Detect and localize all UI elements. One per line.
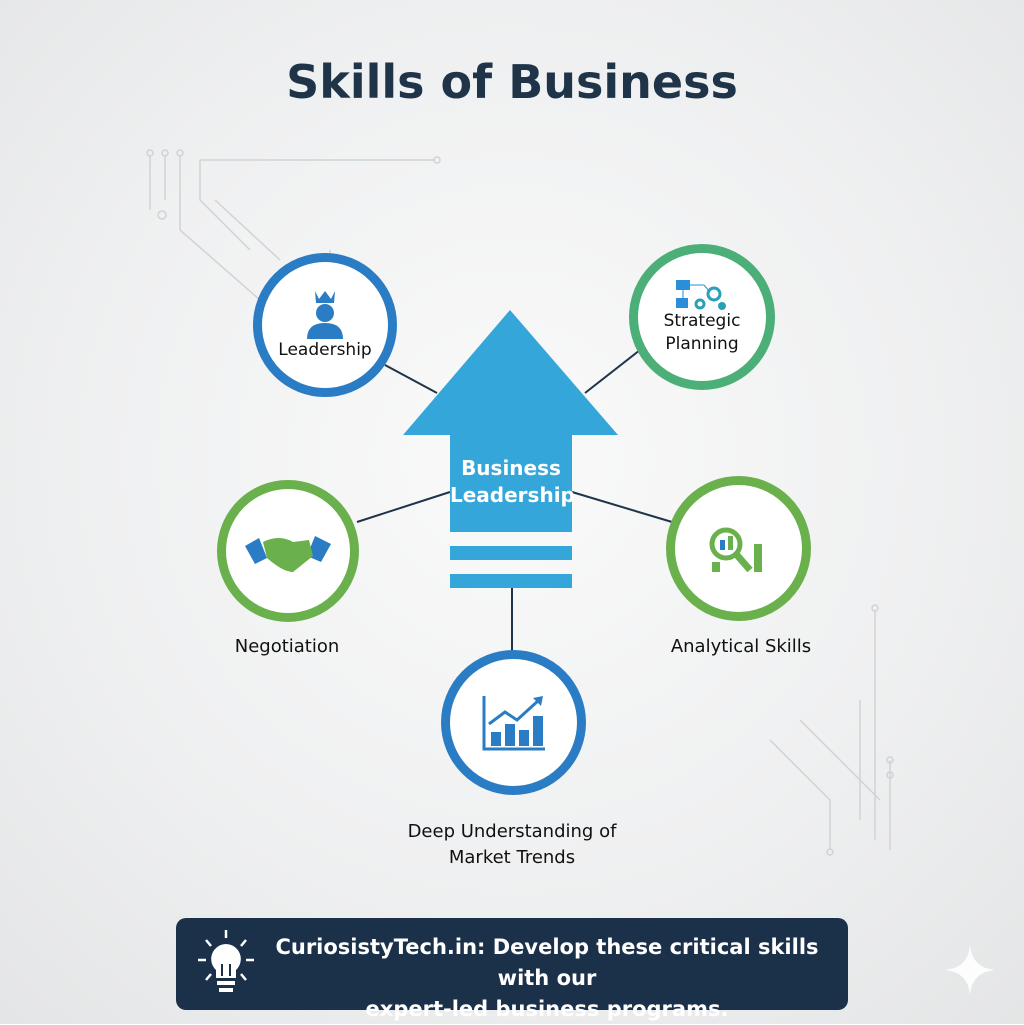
skill-label-analytical: Analytical Skills: [670, 636, 812, 657]
skill-leadership: Leadership: [253, 253, 397, 397]
promo-banner: CuriosistyTech.in: Develop these critica…: [176, 918, 848, 1021]
page-title: Skills of Business: [286, 55, 738, 109]
center-label-line2: Leadership: [450, 483, 575, 507]
crowned-person-icon: [307, 290, 343, 339]
sparkle-icon: [945, 945, 995, 995]
banner-line2: expert-led business programs.: [365, 997, 729, 1021]
flowchart-gears-icon: [676, 280, 726, 310]
center-label-line1: Business: [461, 456, 561, 480]
center-label: Business Leadership: [450, 455, 575, 509]
label-line2: Market Trends: [448, 847, 576, 868]
skill-label: Leadership: [278, 339, 372, 360]
handshake-icon: [245, 536, 331, 572]
label-line2: Planning: [665, 334, 739, 354]
skill-negotiation: [217, 480, 359, 622]
skill-label-market-trends: Deep Understanding of Market Trends: [408, 819, 617, 871]
label-line1: Strategic: [663, 311, 741, 331]
connector-lines: [356, 349, 673, 652]
lightbulb-icon: [198, 930, 254, 992]
skill-label-negotiation: Negotiation: [234, 636, 340, 657]
label-line1: Deep Understanding of: [407, 821, 617, 842]
circuit-decoration: [146, 149, 894, 856]
magnifier-chart-icon: [709, 527, 762, 572]
banner-line1: CuriosistyTech.in: Develop these critica…: [275, 935, 819, 990]
skill-market-trends: [441, 650, 586, 795]
skill-analytical: [666, 476, 811, 621]
up-arrow: [403, 310, 618, 588]
rising-bar-chart-icon: [482, 695, 545, 750]
banner-text: CuriosistyTech.in: Develop these critica…: [256, 932, 838, 1025]
